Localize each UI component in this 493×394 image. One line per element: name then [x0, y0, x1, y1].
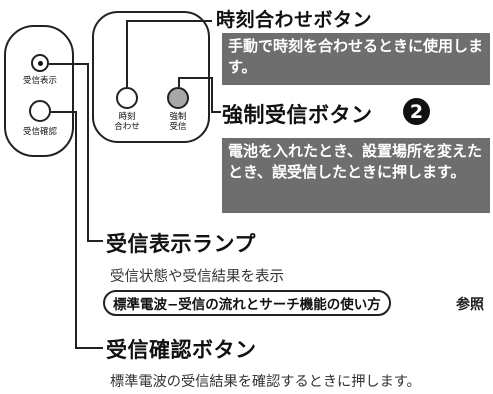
label-forced-reception: 強制 受信: [169, 112, 187, 132]
callout-line-lamp-h2: [87, 240, 103, 242]
callout-line-lamp-h1: [49, 63, 89, 65]
time-setting-description: 手動で時刻を合わせるときに使用します。: [222, 33, 490, 85]
callout-line-forced-h1: [178, 77, 212, 79]
label-reception-display: 受信表示: [22, 76, 57, 86]
reception-check-button-icon[interactable]: [29, 100, 51, 122]
reception-display-lamp-icon: [31, 54, 49, 72]
reference-link[interactable]: 標準電波−受信の流れとサーチ機能の使い方: [103, 290, 391, 316]
time-setting-button-icon[interactable]: [116, 87, 138, 109]
label-time-setting: 時刻 合わせ: [114, 112, 140, 132]
callout-line-lamp-v: [87, 63, 89, 241]
reference-suffix: 参照: [456, 297, 484, 313]
callout-line-check-h2: [75, 347, 103, 349]
callout-line-forced-v2: [211, 77, 213, 112]
time-setting-title: 時刻合わせボタン: [216, 9, 373, 31]
label-reception-check: 受信確認: [22, 127, 57, 137]
callout-line-forced-v: [178, 77, 180, 87]
reception-lamp-description: 受信状態や受信結果を表示: [110, 269, 284, 285]
step-number-badge: 2: [403, 98, 430, 125]
callout-line-time-v: [126, 21, 128, 87]
forced-reception-title: 強制受信ボタン: [222, 103, 373, 127]
reception-lamp-title: 受信表示ランプ: [106, 232, 256, 256]
callout-line-check-v: [75, 111, 77, 348]
callout-line-check-h1: [51, 111, 77, 113]
reception-check-title: 受信確認ボタン: [106, 338, 257, 362]
callout-line-time-h: [126, 20, 212, 22]
lamp-dot: [37, 60, 43, 66]
device-front-panel: [4, 25, 74, 157]
forced-reception-description: 電池を入れたとき、設置場所を変えたとき、誤受信したときに押します。: [222, 138, 490, 213]
callout-line-forced-h2: [211, 111, 221, 113]
reception-check-description: 標準電波の受信結果を確認するときに押します。: [110, 374, 421, 390]
forced-reception-button-icon[interactable]: [167, 87, 189, 109]
